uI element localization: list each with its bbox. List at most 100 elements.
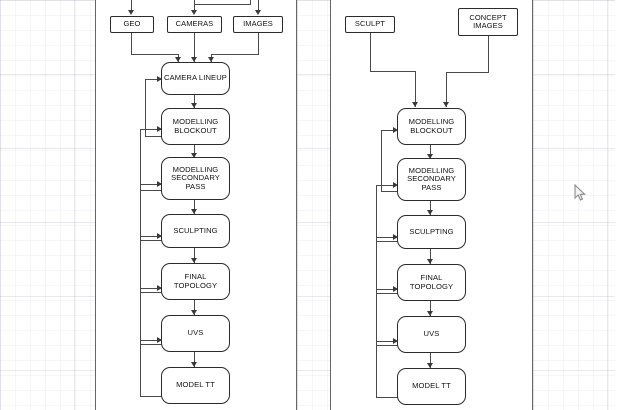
column-divider-2: [296, 0, 297, 410]
edge-sculpt-down: [370, 33, 371, 71]
edge-sculpt-across: [370, 71, 415, 72]
arrow-r-secondary-sculpting: [427, 210, 433, 215]
arrow-fb6: [157, 337, 162, 343]
edge-r-blockout-secondary: [430, 145, 431, 159]
edge-fb5-up: [140, 288, 141, 345]
node-r-final-topology[interactable]: FINAL TOPOLOGY: [397, 264, 466, 301]
edge-fb2-in: [140, 129, 161, 130]
edge-r-fb5-up: [376, 341, 377, 398]
edge-fb6-out: [140, 396, 162, 397]
node-images[interactable]: IMAGES: [233, 16, 283, 33]
node-sculpt[interactable]: SCULPT: [345, 16, 395, 33]
edge-fb1-up: [145, 79, 146, 137]
node-r-uvs[interactable]: UVS: [397, 316, 466, 353]
node-r-sculpting[interactable]: SCULPTING: [397, 215, 466, 249]
arrow-r-uvs-modeltt: [427, 363, 433, 368]
arrow-r-fb1: [393, 127, 398, 133]
edge-geo-down: [131, 33, 132, 54]
arrow-r-topology-uvs: [427, 311, 433, 316]
edge-fb4-up: [140, 236, 141, 293]
arrow-top-to-geo: [128, 10, 134, 15]
edge-fb4-out: [140, 292, 162, 293]
arrow-top-to-images: [255, 10, 261, 15]
edge-top-bridge-drop: [250, 0, 251, 5]
arrow-r-fb2: [393, 182, 398, 188]
edge-r-fb2-up: [376, 185, 377, 242]
edge-sculpt-into: [415, 71, 416, 107]
node-geo[interactable]: GEO: [110, 16, 154, 33]
node-r-model-tt[interactable]: MODEL TT: [397, 368, 466, 405]
edge-top-to-cameras: [194, 0, 195, 11]
edge-fb5-in: [140, 288, 161, 289]
edge-fb4-in: [140, 236, 161, 237]
column-divider-1: [95, 0, 96, 410]
edge-r-fb5-in: [376, 341, 397, 342]
arrow-r-sculpting-topology: [427, 259, 433, 264]
arrow-lineup-blockout: [191, 103, 197, 108]
edge-r-fb3-up: [376, 237, 377, 294]
edge-r-fb5-out: [376, 397, 398, 398]
node-r-modelling-secondary[interactable]: MODELLING SECONDARY PASS: [397, 158, 466, 201]
edge-r-fb3-in: [376, 237, 397, 238]
node-camera-lineup[interactable]: CAMERA LINEUP: [161, 62, 230, 95]
arrow-fb1: [157, 76, 162, 82]
arrow-fb4: [157, 233, 162, 239]
edge-fb2-up: [140, 129, 141, 191]
node-modelling-blockout[interactable]: MODELLING BLOCKOUT: [161, 108, 230, 145]
edge-topology-uvs: [194, 300, 195, 315]
edge-fb3-in: [140, 184, 161, 185]
edge-r-fb4-in: [376, 289, 397, 290]
edge-fb3-up: [140, 184, 141, 241]
arrow-r-fb5: [393, 338, 398, 344]
arrow-sculpting-topology: [191, 258, 197, 263]
edge-images-down: [258, 33, 259, 54]
edge-r-fb2-in: [376, 185, 397, 186]
arrow-r-fb4: [393, 286, 398, 292]
edge-fb2-out: [140, 190, 162, 191]
edge-r-fb2-out: [376, 241, 398, 242]
edge-top-bridge: [194, 4, 250, 5]
edge-lineup-blockout: [194, 95, 195, 108]
edge-top-to-geo: [131, 0, 132, 11]
arrow-top-to-cameras: [191, 10, 197, 15]
edge-r-uvs-modeltt: [430, 353, 431, 368]
node-uvs[interactable]: UVS: [161, 315, 230, 352]
node-r-modelling-blockout[interactable]: MODELLING BLOCKOUT: [397, 108, 466, 145]
node-model-tt[interactable]: MODEL TT: [161, 367, 230, 404]
node-final-topology[interactable]: FINAL TOPOLOGY: [161, 263, 230, 300]
node-sculpting[interactable]: SCULPTING: [161, 214, 230, 248]
grid-background-right: [533, 0, 615, 410]
grid-background-left: [0, 0, 96, 410]
grid-background-mid: [297, 0, 331, 410]
node-cameras[interactable]: CAMERAS: [167, 16, 222, 33]
edge-r-fb4-up: [376, 289, 377, 346]
arrow-blockout-secondary: [191, 153, 197, 158]
column-divider-3: [330, 0, 331, 410]
edge-blockout-secondary: [194, 145, 195, 158]
edge-fb6-in: [140, 340, 161, 341]
arrow-topology-uvs: [191, 310, 197, 315]
node-concept-images[interactable]: CONCEPT IMAGES: [458, 8, 518, 36]
arrow-r-fb3: [393, 234, 398, 240]
edge-images-across: [211, 54, 259, 55]
edge-fb3-out: [140, 240, 162, 241]
arrow-secondary-sculpting: [191, 209, 197, 214]
mouse-cursor-icon: [574, 184, 586, 201]
arrow-fb2: [157, 126, 162, 132]
edge-r-fb1-up: [381, 130, 382, 192]
edge-r-fb3-out: [376, 293, 398, 294]
edge-fb1-out: [145, 136, 162, 137]
edge-r-fb1-in: [381, 130, 397, 131]
arrow-geo-lineup: [175, 57, 181, 62]
edge-fb5-out: [140, 344, 162, 345]
edge-r-topology-uvs: [430, 301, 431, 316]
node-modelling-secondary[interactable]: MODELLING SECONDARY PASS: [161, 157, 230, 200]
arrow-uvs-modeltt: [191, 362, 197, 367]
edge-r-sculpting-topology: [430, 249, 431, 264]
edge-r-secondary-sculpting: [430, 201, 431, 215]
edge-r-fb4-out: [376, 345, 398, 346]
arrow-images-lineup: [208, 57, 214, 62]
arrow-sculpt-blockout: [412, 102, 418, 107]
arrow-fb5: [157, 285, 162, 291]
